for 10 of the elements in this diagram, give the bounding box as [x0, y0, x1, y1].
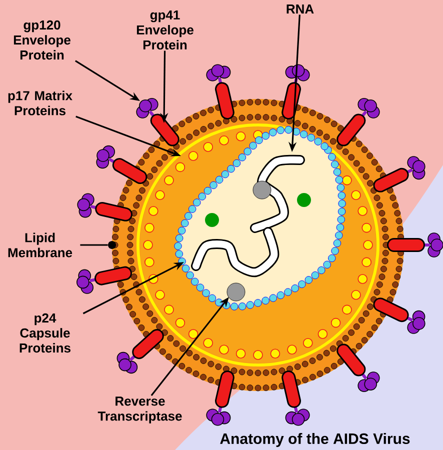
membrane-dot	[108, 241, 116, 249]
callout-label: p24 Capsule Proteins	[20, 313, 70, 353]
callout-label: Lipid Membrane	[8, 232, 72, 258]
callout-label: RNA	[286, 4, 314, 14]
callout-label: p17 Matrix Proteins	[8, 90, 72, 116]
callout-label: Reverse Transcriptase	[98, 396, 182, 424]
callout-label: gp41 Envelope Protein	[136, 10, 194, 50]
leader-line	[80, 244, 108, 246]
title: Anatomy of the AIDS Virus	[220, 433, 410, 447]
callout-label: gp120 Envelope Protein	[14, 20, 70, 60]
